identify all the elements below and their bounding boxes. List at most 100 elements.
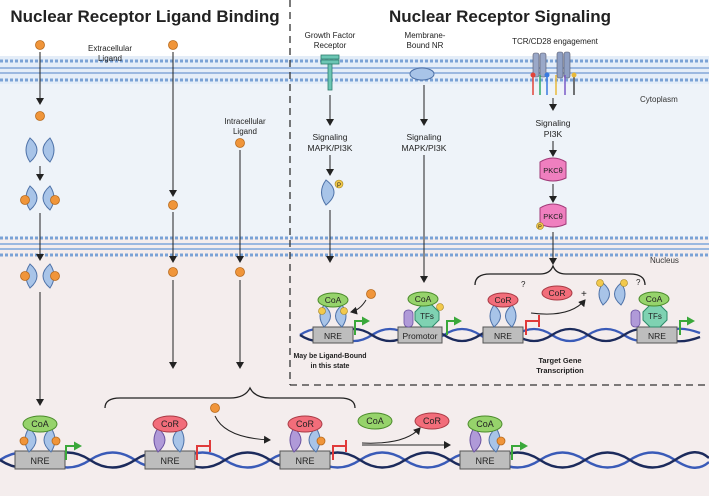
corepressor — [152, 415, 188, 433]
transcription-arrow — [446, 316, 462, 335]
question-mark: ? — [636, 278, 641, 287]
transcription-arrow — [679, 316, 695, 335]
ligand — [210, 403, 220, 413]
corepressor — [541, 285, 573, 301]
tfs-label: TFs — [648, 312, 662, 321]
corepressor — [487, 292, 519, 308]
nuclear-receptor-dimer — [489, 304, 517, 328]
corepressor — [287, 415, 323, 433]
coactivator — [407, 291, 439, 307]
pkc-label: PKCθ — [543, 212, 563, 221]
pathway-label: PI3K — [544, 129, 563, 139]
inhibition-symbol — [196, 440, 211, 460]
left-title: Nuclear Receptor Ligand Binding — [10, 7, 279, 26]
ligand — [168, 267, 178, 277]
coa-label: CoA — [646, 294, 663, 304]
ligand-bound-note-1: May be Ligand-Bound — [293, 353, 366, 360]
nre-label: NRE — [648, 331, 666, 341]
right-title: Nuclear Receptor Signaling — [389, 7, 611, 26]
extracellular-ligand-label-2: Ligand — [98, 54, 122, 63]
plasma-membrane — [0, 59, 709, 82]
intracellular-ligand-label-1: Intracellular — [224, 117, 266, 126]
bracket — [104, 386, 356, 409]
receptor-monomer — [403, 309, 414, 328]
phosphorylated-receptor-dimer — [596, 279, 628, 306]
cytoplasm-region — [0, 84, 709, 238]
intracellular-ligand-label-2: Ligand — [233, 127, 257, 136]
coa-label: CoA — [476, 419, 494, 429]
cor-label: CoR — [494, 295, 511, 305]
nuclear-receptor-dimer — [25, 137, 55, 163]
nre-box — [279, 450, 331, 470]
growth-factor-label-1: Growth Factor — [305, 31, 356, 40]
pkc-theta: PKCθ — [539, 157, 567, 182]
nre-label: NRE — [30, 456, 49, 466]
tcr-label: TCR/CD28 engagement — [512, 37, 599, 46]
target-gene-label-1: Target Gene — [538, 356, 581, 365]
dna-strand-bottom — [0, 451, 709, 469]
ligand-bound-note-2: in this state — [311, 363, 350, 370]
tfs-label: TFs — [420, 312, 434, 321]
plus-sign: + — [581, 289, 587, 300]
signaling-label: Signaling — [313, 132, 348, 142]
ligand — [35, 111, 45, 121]
ligand-bound-receptor — [20, 185, 60, 211]
nucleus-label: Nucleus — [650, 256, 679, 265]
ligand — [35, 40, 45, 50]
nre-box — [144, 450, 196, 470]
membrane-bound-nr — [409, 67, 435, 81]
ligand — [168, 200, 178, 210]
coa-label: CoA — [325, 295, 342, 305]
nre-label: NRE — [324, 331, 342, 341]
coactivator — [22, 415, 58, 433]
activated-receptor — [469, 427, 506, 453]
nre-label: NRE — [295, 456, 314, 466]
phosphorylated-pkc-theta: PKCθ P — [536, 203, 567, 231]
promotor-label: Promotor — [403, 331, 438, 341]
promotor-box — [397, 326, 443, 344]
question-mark: ? — [521, 280, 526, 289]
arrow — [350, 299, 367, 315]
coactivator — [467, 415, 503, 433]
coa-label: CoA — [366, 416, 384, 426]
growth-factor-receptor — [320, 54, 340, 91]
nre-label: NRE — [475, 456, 494, 466]
pkc-label: PKCθ — [543, 166, 563, 175]
phospho-label: P — [337, 183, 341, 189]
receptor-monomer — [630, 309, 641, 328]
cytoplasm-label: Cytoplasm — [640, 95, 678, 104]
inhibition-symbol — [332, 440, 347, 460]
ligand — [235, 138, 245, 148]
arrow — [361, 427, 421, 444]
transcription-arrow — [354, 316, 370, 335]
cor-label: CoR — [423, 416, 442, 426]
extracellular-region — [0, 0, 709, 56]
corepressor — [414, 412, 450, 430]
pathway-label: MAPK/PI3K — [308, 143, 353, 153]
cor-label: CoR — [548, 288, 565, 298]
cor-label: CoR — [296, 419, 315, 429]
nuclear-membrane — [0, 236, 709, 257]
coa-label: CoA — [415, 294, 432, 304]
coactivator — [357, 412, 393, 430]
cor-label: CoR — [161, 419, 180, 429]
bracket — [474, 264, 646, 286]
arrow — [530, 299, 586, 315]
transcription-arrow — [511, 441, 528, 460]
transcription-arrow — [65, 441, 82, 460]
arrow — [214, 415, 271, 444]
repressed-receptor — [289, 427, 326, 453]
coa-label: CoA — [31, 419, 49, 429]
nre-label: NRE — [494, 331, 512, 341]
membrane-nr-label-2: Bound NR — [407, 41, 444, 50]
nuclear-receptor-dimer — [19, 427, 61, 453]
phospho-label: P — [538, 225, 542, 231]
target-gene-label-2: Transcription — [536, 366, 584, 375]
transcription-factors: TFs — [642, 304, 668, 328]
phosphorylated-receptor-dimer — [318, 304, 348, 328]
pathway-label: MAPK/PI3K — [402, 143, 447, 153]
tcr-cd28-complex — [530, 51, 577, 95]
signaling-label: Signaling — [407, 132, 442, 142]
